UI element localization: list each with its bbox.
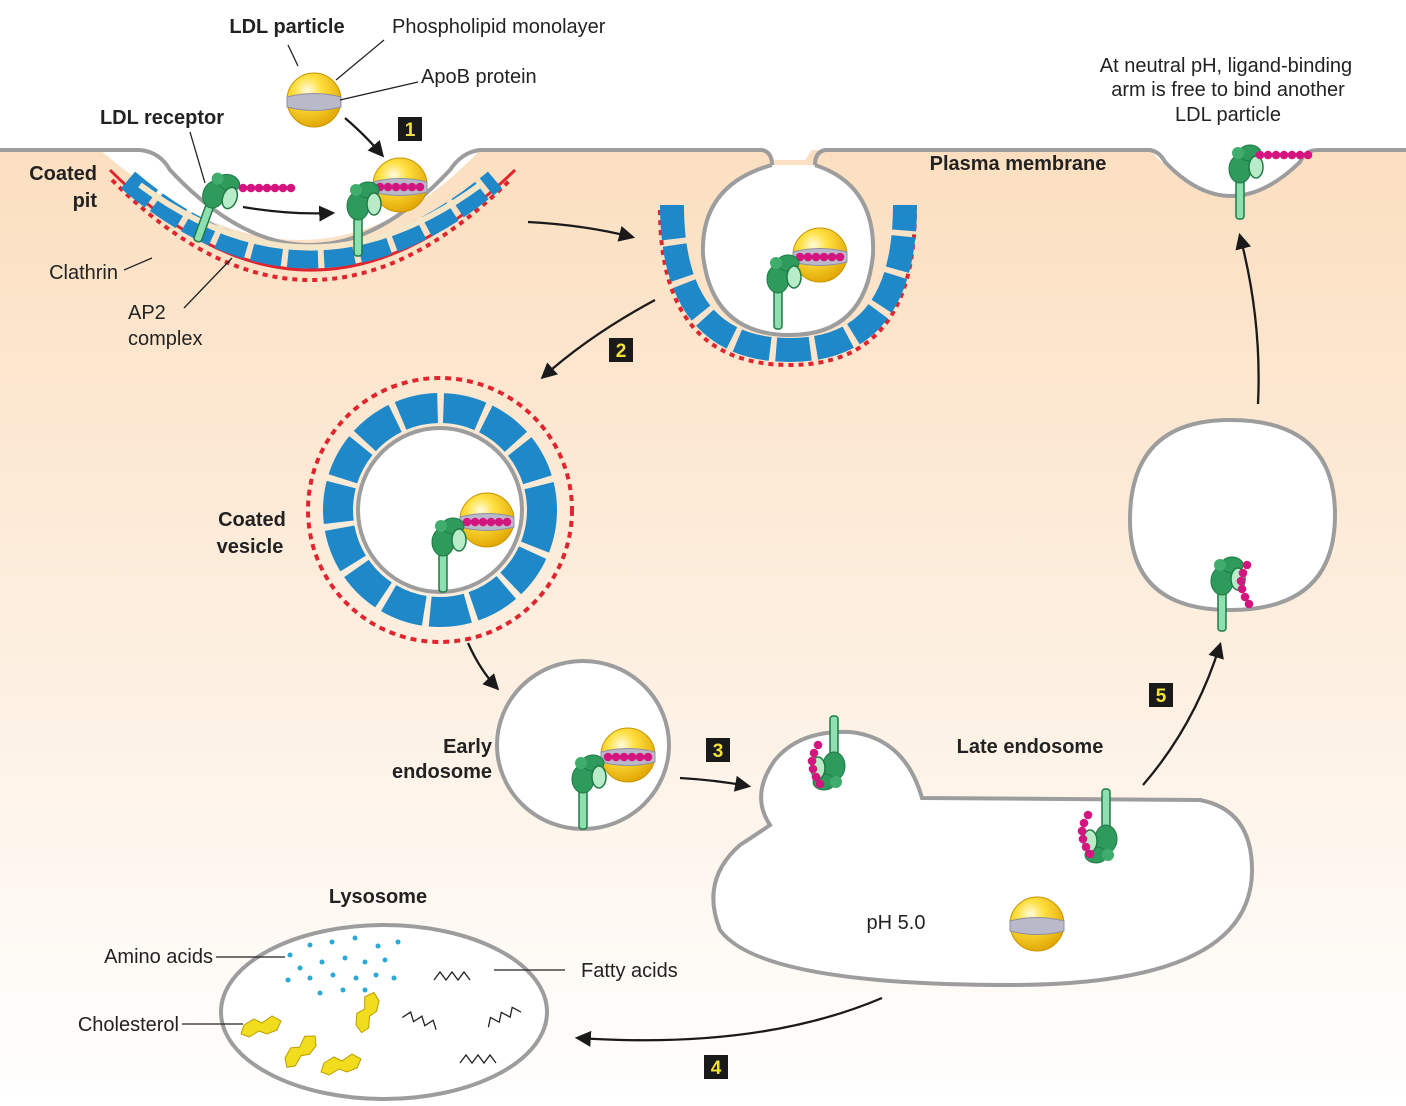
leader-lines bbox=[123, 39, 565, 1025]
label-neutral-ph-2: arm is free to bind another bbox=[1111, 79, 1345, 101]
label-coated-pit-1: Coated bbox=[29, 163, 97, 185]
ldl-particle-early-endosome bbox=[600, 727, 656, 783]
label-ph: pH 5.0 bbox=[867, 912, 926, 934]
label-apob-protein: ApoB protein bbox=[421, 66, 537, 88]
label-ldl-particle: LDL particle bbox=[229, 16, 344, 38]
step-1-number: 1 bbox=[405, 120, 416, 141]
pathway-arrows bbox=[242, 117, 1260, 1047]
label-fatty-acids: Fatty acids bbox=[581, 960, 678, 982]
step-4-number: 4 bbox=[711, 1058, 722, 1079]
label-ldl-receptor: LDL receptor bbox=[100, 107, 224, 129]
label-neutral-ph-1: At neutral pH, ligand-binding bbox=[1100, 55, 1352, 77]
label-coated-pit-2: pit bbox=[73, 190, 98, 212]
lysosome bbox=[219, 923, 549, 1101]
ldl-particle-vesicle bbox=[459, 492, 515, 548]
label-coated-vesicle-2: vesicle bbox=[217, 536, 284, 558]
label-cholesterol: Cholesterol bbox=[78, 1014, 179, 1036]
step-1-box: 1 bbox=[398, 117, 422, 141]
step-5-box: 5 bbox=[1149, 683, 1173, 707]
ligand-arm-pit-1 bbox=[238, 183, 296, 193]
label-plasma-membrane: Plasma membrane bbox=[930, 153, 1107, 175]
ldl-particle-released bbox=[1009, 896, 1065, 952]
recycling-vesicle bbox=[1127, 417, 1338, 613]
coated-pit bbox=[108, 168, 517, 282]
plasma-membrane-left bbox=[0, 148, 774, 247]
step-3-number: 3 bbox=[713, 741, 724, 762]
label-early-endosome-1: Early bbox=[443, 736, 493, 758]
label-phospholipid-monolayer: Phospholipid monolayer bbox=[392, 16, 606, 38]
label-clathrin: Clathrin bbox=[49, 262, 118, 284]
step-4-box: 4 bbox=[704, 1055, 728, 1079]
label-late-endosome: Late endosome bbox=[957, 736, 1104, 758]
step-2-box: 2 bbox=[609, 338, 633, 362]
step-3-box: 3 bbox=[706, 738, 730, 762]
late-endosome bbox=[711, 729, 1255, 988]
coated-vesicle bbox=[306, 376, 574, 644]
label-lysosome: Lysosome bbox=[329, 886, 427, 908]
label-coated-vesicle-1: Coated bbox=[218, 509, 286, 531]
label-ap2-2: complex bbox=[128, 328, 202, 350]
amino-acid-dots bbox=[285, 935, 401, 996]
ldl-particle-free bbox=[286, 72, 342, 128]
label-early-endosome-2: endosome bbox=[392, 761, 492, 783]
label-neutral-ph-3: LDL particle bbox=[1175, 104, 1281, 126]
step-5-number: 5 bbox=[1156, 686, 1167, 707]
label-amino-acids: Amino acids bbox=[104, 946, 213, 968]
label-ap2-1: AP2 bbox=[128, 302, 166, 324]
budding-pit bbox=[658, 163, 917, 368]
step-2-number: 2 bbox=[616, 341, 627, 362]
